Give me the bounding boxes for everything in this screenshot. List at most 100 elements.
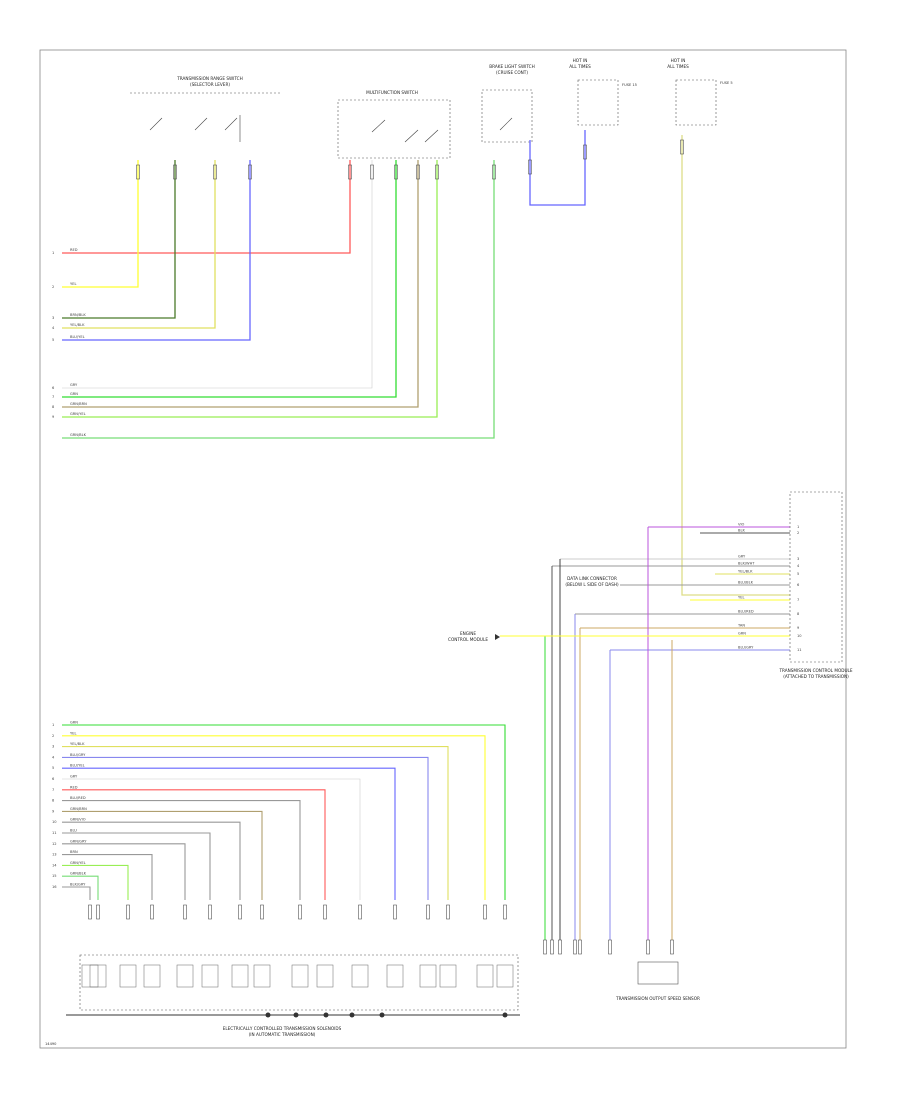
bottom-wire-label-8: GRN/BRN <box>70 807 87 811</box>
power-source-2: HOT IN ALL TIMES FUSE 5 <box>667 58 733 126</box>
engine-label: ENGINE <box>460 631 476 636</box>
riser-connector-4 <box>578 939 582 955</box>
bottom-connector-11 <box>183 904 187 920</box>
bottom-connector-15 <box>88 904 92 920</box>
left-connector-0 <box>348 164 352 180</box>
tcm-pin-5: 6 <box>797 583 800 587</box>
mid-pin-2: 8 <box>52 405 55 409</box>
mid-connector-0 <box>370 164 374 180</box>
power-source-1: HOT IN ALL TIMES FUSE 15 <box>569 58 637 126</box>
tcm-wire-label-5: BLU/BLK <box>738 581 754 585</box>
bottom-pin-12: 13 <box>52 853 57 857</box>
bottom-connector-0 <box>503 904 507 920</box>
bottom-pin-0: 1 <box>52 723 54 727</box>
bottom-wire-14 <box>62 875 99 900</box>
bottom-pin-13: 14 <box>52 863 57 867</box>
solenoid-11 <box>176 964 194 988</box>
bottom-wire-label-0: GRN <box>70 721 78 725</box>
tcm-pin-10: 11 <box>797 648 802 652</box>
bottom-wire-label-12: BRN <box>70 850 78 854</box>
brake-connector <box>492 164 496 180</box>
mid-wire-label-0: GRY <box>70 383 78 387</box>
tcm-wire-label-10: BLU/GRY <box>738 646 754 650</box>
bottom-connector-3 <box>426 904 430 920</box>
solenoid-5 <box>351 964 369 988</box>
bottom-pin-15: 16 <box>52 885 57 889</box>
bottom-pin-3: 4 <box>52 755 55 759</box>
mid-pin-0: 6 <box>52 386 55 390</box>
left-wire-label-0: RED <box>70 248 78 252</box>
left-wire-0 <box>62 160 351 254</box>
tcm-pin-4: 5 <box>797 572 799 576</box>
left-wire-1 <box>62 160 139 288</box>
bottom-connector-14 <box>96 904 100 920</box>
bottom-pin-1: 2 <box>52 734 54 738</box>
left-pin-4: 5 <box>52 338 54 342</box>
solenoid-7 <box>291 964 309 988</box>
bottom-wire-12 <box>62 854 153 900</box>
vss-label: TRANSMISSION OUTPUT SPEED SENSOR <box>615 996 700 1001</box>
mid-pin-1: 7 <box>52 395 54 399</box>
solenoid-4 <box>386 964 404 988</box>
mid-wire-label-3: GRN/YEL <box>70 412 86 416</box>
multifunction-switch-label: MULTIFUNCTION SWITCH <box>366 90 418 95</box>
multifunction-switch: MULTIFUNCTION SWITCH <box>337 90 451 159</box>
bottom-wire-label-5: GRY <box>70 775 78 779</box>
hot2-wire <box>681 135 790 596</box>
left-wire-2 <box>62 160 176 319</box>
bottom-left-wire-label: GRN/BLK <box>70 433 87 437</box>
solenoid-6 <box>316 964 334 988</box>
solenoid-block-sublabel: (IN AUTOMATIC TRANSMISSION) <box>249 1032 316 1037</box>
hot1-sublabel: ALL TIMES <box>569 64 591 69</box>
bottom-wire-10 <box>62 832 211 900</box>
left-connector-2 <box>173 164 177 180</box>
wires-layer: RED1YEL2BRN/BLK3YEL/BLK4BLU/YEL5GRY6GRN7… <box>52 130 802 1018</box>
solenoid-1 <box>476 964 494 988</box>
riser-connector-6 <box>646 939 650 955</box>
solenoid-block: ELECTRICALLY CONTROLLED TRANSMISSION SOL… <box>66 954 520 1037</box>
data-link-connector: DATA LINK CONNECTOR (BELOW L SIDE OF DAS… <box>565 576 619 587</box>
bottom-wire-1 <box>62 735 486 900</box>
tcm-pin-3: 4 <box>797 564 800 568</box>
tcm-label: TRANSMISSION CONTROL MODULE <box>778 668 852 673</box>
tcm-pin-1: 2 <box>797 531 799 535</box>
brake-switch: BRAKE LIGHT SWITCH (CRUISE CONT) <box>481 64 535 143</box>
bottom-wire-0 <box>62 724 506 900</box>
riser-connector-3 <box>573 939 577 955</box>
mid-wire-label-2: GRN/BRN <box>70 402 87 406</box>
tcm-wire-label-8: TAN <box>737 624 745 628</box>
bottom-pin-14: 15 <box>52 874 57 878</box>
riser-connector-5 <box>608 939 612 955</box>
solenoid-0 <box>496 964 514 988</box>
mid-connector-3 <box>435 164 439 180</box>
bottom-connector-5 <box>358 904 362 920</box>
bottom-left-wire <box>62 160 495 439</box>
bottom-connector-4 <box>393 904 397 920</box>
mid-wire-1 <box>62 160 397 398</box>
bottom-pin-6: 7 <box>52 788 54 792</box>
tcm-pin-6: 7 <box>797 598 799 602</box>
bottom-connector-9 <box>238 904 242 920</box>
left-wire-label-1: YEL <box>70 282 76 286</box>
bottom-wire-label-14: GRN/BLK <box>70 872 87 876</box>
bottom-connector-8 <box>260 904 264 920</box>
bottom-pin-8: 9 <box>52 809 55 813</box>
solenoid-block-label: ELECTRICALLY CONTROLLED TRANSMISSION SOL… <box>223 1026 342 1031</box>
bottom-wire-3 <box>62 756 429 900</box>
bottom-wire-5 <box>62 778 361 900</box>
bottom-connector-13 <box>126 904 130 920</box>
tcm-pin-7: 8 <box>797 612 800 616</box>
bottom-pin-7: 8 <box>52 799 55 803</box>
tcm-wire-label-4: YEL/BLK <box>738 570 753 574</box>
bottom-pin-5: 6 <box>52 777 55 781</box>
left-wire-3 <box>62 160 216 329</box>
mid-wire-2 <box>62 160 419 408</box>
bottom-wire-label-9: GRN/VIO <box>70 818 86 822</box>
left-wire-label-3: YEL/BLK <box>70 323 85 327</box>
bottom-wire-label-1: YEL <box>70 731 76 735</box>
bottom-wire-7 <box>62 800 301 900</box>
hot1-connector <box>583 144 587 160</box>
bottom-pin-9: 10 <box>52 820 57 824</box>
solenoid-10 <box>201 964 219 988</box>
bottom-wire-label-13: GRN/YEL <box>70 861 86 865</box>
